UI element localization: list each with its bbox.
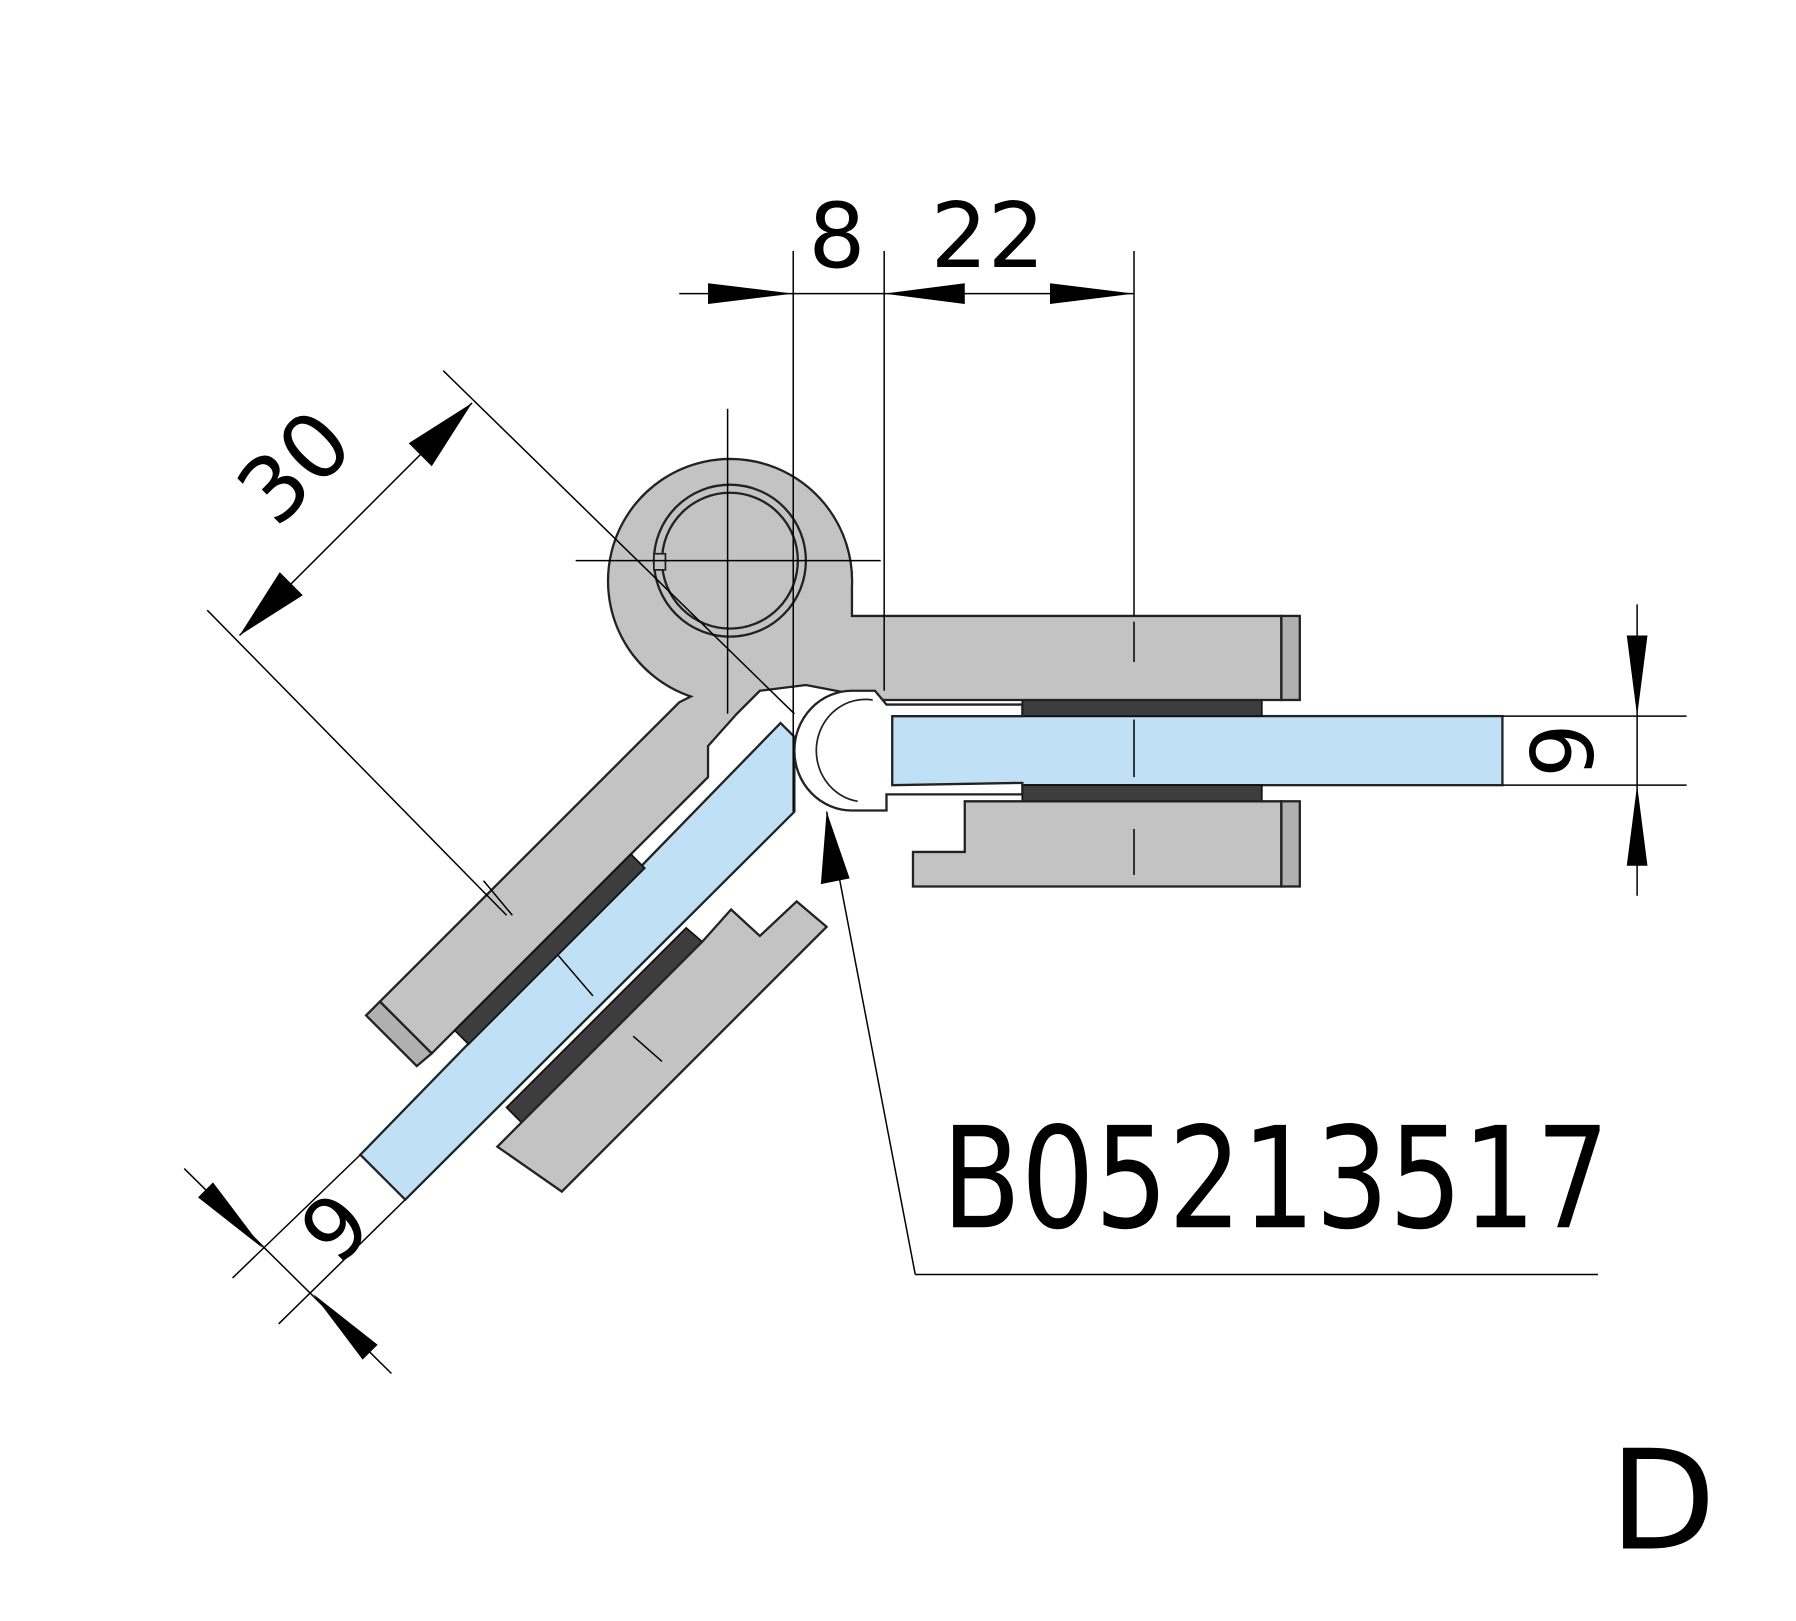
dim-hinge-distance: 30: [218, 391, 372, 545]
view-label: D: [1609, 1420, 1715, 1581]
dim-clamp-depth: 22: [931, 185, 1045, 289]
hinge-body: [378, 457, 1283, 1056]
gasket-upper-right: [1021, 697, 1263, 717]
seal-profile: [793, 689, 1024, 812]
lower-left-clamp-plate: [495, 899, 829, 1194]
gasket-lower-right: [1021, 784, 1263, 803]
left-glass-panel: [358, 721, 796, 1202]
part-number: B05213517: [942, 1098, 1610, 1261]
gasket-upper-left: [453, 853, 646, 1046]
lower-right-clamp-plate: [911, 800, 1283, 888]
dim-offset: 8: [808, 185, 865, 289]
right-glass-panel: [883, 714, 1504, 787]
centerlines: [482, 408, 1135, 1063]
dimension-arrows: [198, 283, 1648, 1360]
upper-left-end-cap: [364, 999, 434, 1068]
upper-right-end-cap: [1280, 614, 1301, 702]
lower-right-end-cap: [1280, 800, 1301, 888]
dim-glass-left: 6: [279, 1171, 387, 1279]
seal-inner: [815, 698, 873, 803]
pin-notch: [653, 552, 667, 571]
dim-glass-right: 6: [1509, 724, 1608, 778]
